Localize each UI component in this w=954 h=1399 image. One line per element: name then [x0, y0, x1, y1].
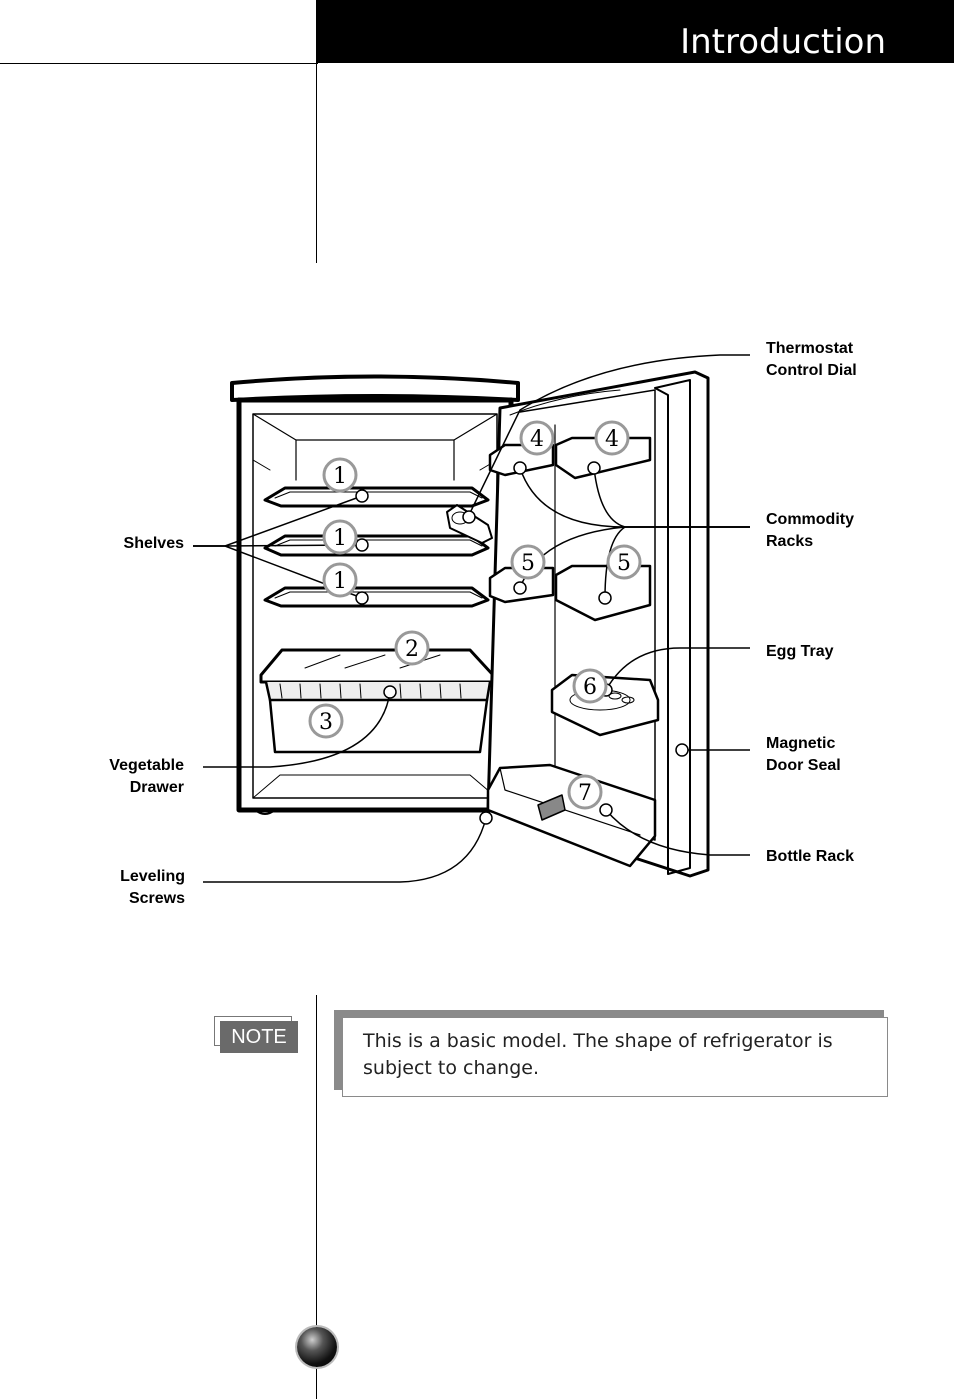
svg-text:1: 1	[333, 526, 347, 551]
svg-text:1: 1	[333, 569, 347, 594]
note-badge: NOTE	[214, 1016, 298, 1054]
callout-5b: 5	[606, 544, 642, 580]
callout-2: 2	[394, 630, 430, 666]
callout-6: 6	[572, 668, 608, 704]
header-divider	[0, 63, 318, 64]
svg-text:6: 6	[583, 675, 597, 700]
callout-1b: 1	[322, 519, 358, 555]
note-box: This is a basic model. The shape of refr…	[342, 1017, 888, 1097]
refrigerator-diagram: 1 1 1 2 3 4 4 5 5 6 7	[193, 354, 750, 883]
callout-1c: 1	[322, 562, 358, 598]
page-marker-icon	[297, 1327, 337, 1367]
callout-4b: 4	[594, 420, 630, 456]
callout-markers: 1 1 1 2 3 4 4 5 5 6 7	[308, 420, 642, 810]
label-egg-tray: Egg Tray	[766, 643, 834, 660]
header-bar: Introduction	[316, 0, 954, 63]
svg-text:3: 3	[319, 710, 333, 735]
callout-7: 7	[567, 774, 603, 810]
callout-3: 3	[308, 703, 344, 739]
svg-text:5: 5	[617, 551, 631, 576]
column-divider-top	[316, 63, 317, 263]
note-text: This is a basic model. The shape of refr…	[363, 1030, 833, 1079]
label-bottle-rack: Bottle Rack	[766, 848, 855, 865]
callout-5a: 5	[510, 544, 546, 580]
svg-text:7: 7	[578, 781, 592, 806]
svg-text:1: 1	[333, 464, 347, 489]
svg-text:5: 5	[521, 551, 535, 576]
svg-text:4: 4	[605, 427, 619, 452]
column-divider-bottom	[316, 995, 317, 1399]
svg-text:4: 4	[530, 427, 544, 452]
svg-text:2: 2	[405, 637, 419, 662]
note-badge-label: NOTE	[220, 1021, 298, 1053]
callout-4a: 4	[519, 420, 555, 456]
callout-1a: 1	[322, 457, 358, 493]
page-title: Introduction	[680, 22, 886, 62]
label-shelves: Shelves	[123, 535, 184, 552]
